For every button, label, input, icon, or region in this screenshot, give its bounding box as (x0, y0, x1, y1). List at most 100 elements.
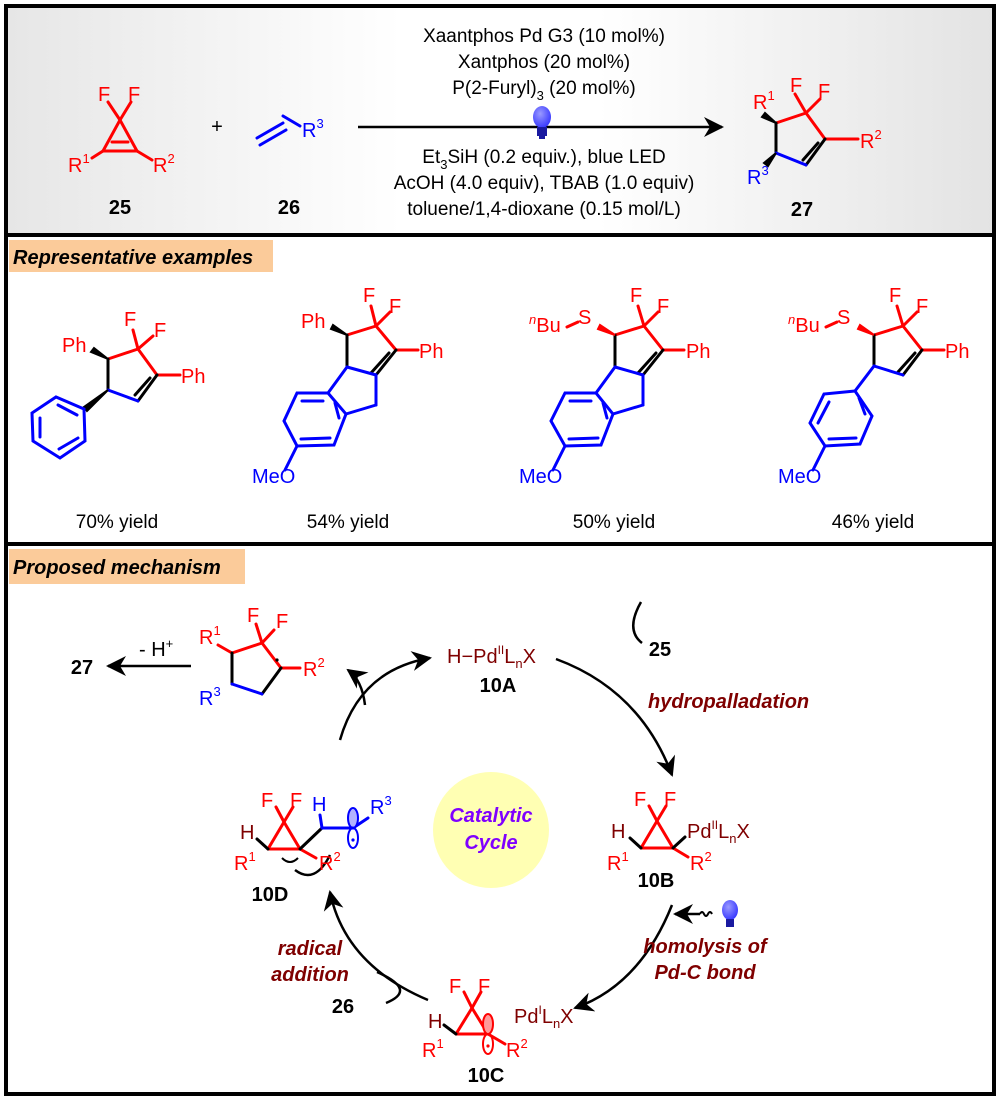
atom-s: S (578, 307, 591, 329)
intermediate-10D: F F H R3 H R1 R2 10D (234, 790, 392, 906)
atom-h: H (312, 794, 326, 816)
mechanism-header: Proposed mechanism (13, 557, 221, 579)
atom-f: F (290, 790, 302, 812)
arrow-10A-to-10B (555, 657, 676, 777)
step-hydropalladation: hydropalladation (648, 691, 809, 713)
label-10A: 10A (480, 675, 517, 697)
catalytic-cycle-label: Catalytic (449, 805, 532, 827)
substituent-ph: Ph (62, 335, 86, 357)
deprotonation-label: - H+ (139, 636, 173, 661)
radical-intermediate: R1 F F R2 R3 (199, 605, 325, 710)
atom-f: F (449, 976, 461, 998)
atom-s: S (837, 307, 850, 329)
substituent-r2: R2 (303, 655, 325, 681)
mechanism-panel-frame (4, 542, 996, 1096)
plus-sign: + (211, 116, 223, 138)
atom-f: F (634, 789, 646, 811)
compound-label-27: 27 (791, 199, 813, 221)
examples-header-bg (9, 240, 273, 272)
methoxy-group: MeO (519, 466, 562, 488)
substituent-r2: R2 (153, 151, 175, 177)
atom-f: F (124, 309, 136, 331)
arrow-reagent-25 (632, 601, 643, 644)
substituent-r3: R3 (199, 684, 221, 710)
substituent-ph: Ph (181, 366, 205, 388)
atom-f: F (664, 789, 676, 811)
atom-h: H (240, 822, 254, 844)
label-10B: 10B (638, 870, 675, 892)
atom-h: H (428, 1011, 442, 1033)
atom-f: F (247, 605, 259, 627)
label-10C: 10C (468, 1065, 505, 1087)
atom-f: F (889, 285, 901, 307)
substituent-r2: R2 (506, 1036, 528, 1062)
compound-26: R3 26 (255, 114, 324, 219)
reagent-25: 25 (649, 639, 671, 661)
intermediate-10C: F F H R1 R2 PdILnX 10C (422, 976, 574, 1087)
methoxy-group: MeO (252, 466, 295, 488)
condition-silane: Et3SiH (0.2 equiv.), blue LED (422, 147, 665, 172)
atom-f: F (657, 296, 669, 318)
yield-label: 50% yield (573, 512, 655, 533)
substituent-ph: Ph (301, 311, 325, 333)
condition-ligand: Xantphos (20 mol%) (458, 52, 630, 73)
atom-f: F (916, 296, 928, 318)
atom-f: F (98, 84, 110, 106)
step-homolysis: homolysis of (643, 936, 769, 958)
light-bulb-icon (673, 900, 738, 927)
atom-f: F (630, 285, 642, 307)
atom-f: F (389, 296, 401, 318)
methoxy-group: MeO (778, 466, 821, 488)
intermediate-10B: F F H R1 R2 PdIILnX 10B (607, 789, 750, 892)
examples-panel: Representative examples Ph F F Ph 70% yi… (4, 233, 996, 546)
substituent-ph: Ph (419, 341, 443, 363)
mechanism-panel: Proposed mechanism Catalytic Cycle 27 - … (4, 542, 996, 1096)
compound-label-26: 26 (278, 197, 300, 219)
atom-f: F (790, 75, 802, 97)
substituent-r1: R1 (234, 849, 256, 875)
butyl-group: nBu (788, 312, 820, 337)
substituent-r3: R3 (370, 793, 392, 819)
reaction-panel: F F R1 R2 25 + R3 26 Xaantphos Pd G3 (10… (4, 4, 996, 237)
mechanism-header-bg (9, 549, 245, 584)
formula-10B: PdIILnX (687, 818, 750, 846)
butyl-group: nBu (529, 312, 561, 337)
formula-10C: PdILnX (514, 1003, 574, 1031)
reaction-panel-frame (4, 4, 996, 237)
atom-f: F (128, 84, 140, 106)
light-bulb-icon (533, 106, 551, 139)
condition-additives: AcOH (4.0 equiv), TBAB (1.0 equiv) (394, 173, 695, 194)
atom-f: F (478, 976, 490, 998)
arrow-radical-cyclization (294, 854, 332, 877)
examples-panel-frame (4, 233, 996, 546)
substituent-ph: Ph (945, 341, 969, 363)
example-3: nBu S F F Ph MeO 50% yield (519, 285, 710, 533)
formula-10A: H−PdIILnX (447, 643, 536, 671)
arrow-reagent-26 (376, 970, 401, 1005)
example-1: Ph F F Ph 70% yield (30, 309, 205, 533)
substituent-r1: R1 (607, 849, 629, 875)
yield-label: 70% yield (76, 512, 158, 533)
arrow-10B-to-10C (573, 904, 674, 1012)
substituent-r3: R3 (302, 116, 324, 142)
condition-catalyst: Xaantphos Pd G3 (10 mol%) (423, 26, 665, 47)
atom-f: F (818, 81, 830, 103)
substituent-r2: R2 (690, 849, 712, 875)
yield-label: 46% yield (832, 512, 914, 533)
condition-furyl: P(2-Furyl)3 (20 mol%) (452, 78, 636, 103)
substituent-r2: R2 (319, 849, 341, 875)
atom-h: H (611, 821, 625, 843)
compound-label-25: 25 (109, 197, 131, 219)
arrow-to-radical (346, 668, 369, 706)
catalytic-cycle-label: Cycle (464, 832, 517, 854)
example-2: Ph F F Ph MeO 54% yield (252, 285, 443, 533)
condition-solvent: toluene/1,4-dioxane (0.15 mol/L) (407, 199, 681, 220)
atom-f: F (276, 611, 288, 633)
substituent-r1: R1 (422, 1036, 444, 1062)
intermediate-10A: H−PdIILnX 10A (447, 643, 536, 697)
examples-header: Representative examples (13, 247, 253, 269)
reagent-26: 26 (332, 996, 354, 1018)
compound-25: F F R1 R2 25 (68, 84, 175, 219)
atom-f: F (363, 285, 375, 307)
